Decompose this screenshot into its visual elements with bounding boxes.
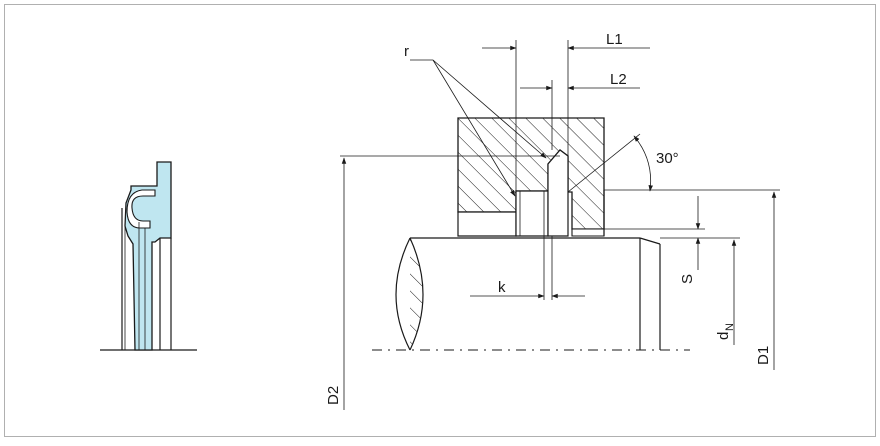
label-r: r	[404, 43, 409, 60]
label-angle: 30°	[656, 150, 679, 167]
label-L1: L1	[606, 31, 623, 48]
label-L2: L2	[610, 71, 627, 88]
housing-section	[457, 117, 780, 237]
shaft	[372, 237, 690, 351]
dim-angle	[567, 133, 653, 193]
dim-S	[604, 196, 705, 270]
installed-seal	[515, 149, 569, 237]
label-k: k	[498, 279, 506, 296]
label-D2: D2	[325, 386, 342, 405]
dim-r-leaders	[410, 59, 547, 197]
seal-lip-groove	[126, 189, 156, 229]
label-S: S	[679, 274, 696, 284]
seal-body	[124, 161, 172, 351]
label-dN-main: d	[715, 332, 732, 340]
dim-L1	[482, 40, 650, 191]
dim-dN	[660, 237, 740, 345]
label-dN: d N	[715, 323, 736, 340]
dim-D2	[340, 155, 560, 410]
dim-k	[470, 236, 585, 300]
label-D1: D1	[755, 346, 772, 365]
outer-border	[4, 4, 876, 437]
seal-profile	[100, 161, 197, 351]
dim-L2	[520, 80, 640, 150]
label-dN-sub: N	[724, 323, 736, 331]
